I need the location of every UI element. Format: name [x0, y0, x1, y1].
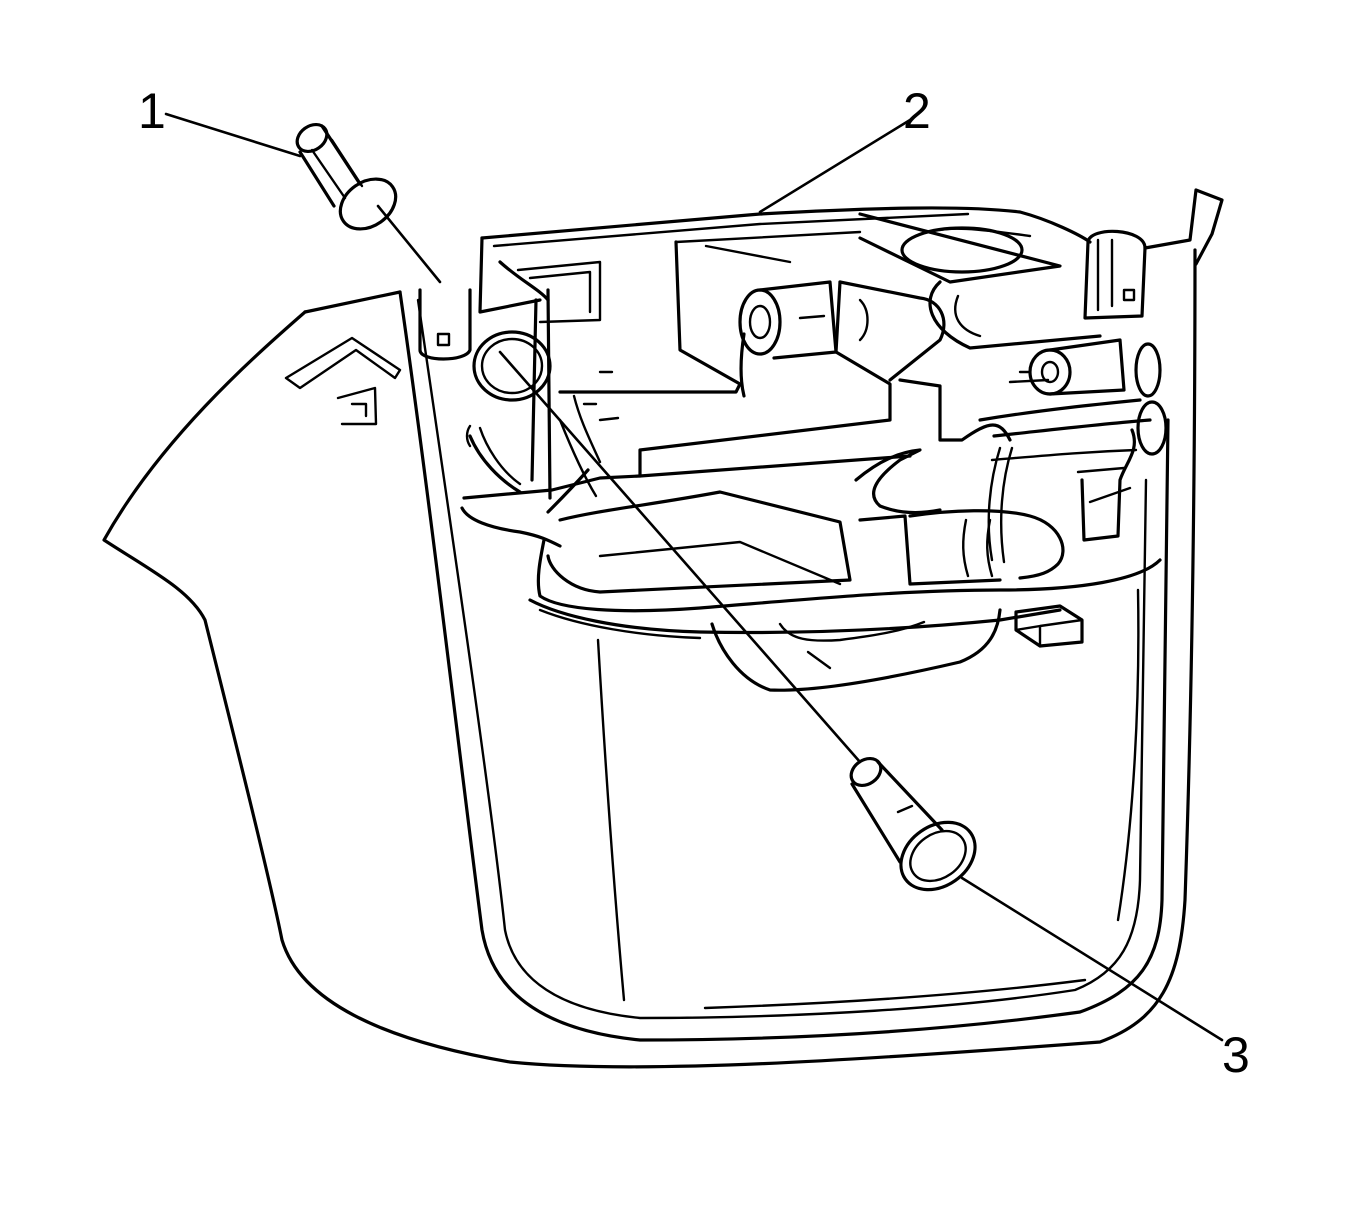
- push-pin-retainer-3: [849, 756, 977, 892]
- push-pin-retainer-1: [295, 122, 398, 231]
- leader-line-1-extension: [376, 204, 442, 284]
- armrest-bracket-assembly: [418, 188, 1224, 564]
- armrest-pull-cup: [460, 424, 1162, 692]
- callout-3-label: 3: [1222, 1027, 1250, 1083]
- leader-line-3-path: [498, 350, 862, 764]
- leader-line-2: [758, 118, 912, 214]
- leader-line-3: [960, 876, 1224, 1042]
- callout-2-label: 2: [903, 83, 931, 139]
- callout-1-label: 1: [138, 83, 166, 139]
- door-trim-panel: [102, 248, 1197, 1069]
- leader-line-1: [164, 112, 302, 158]
